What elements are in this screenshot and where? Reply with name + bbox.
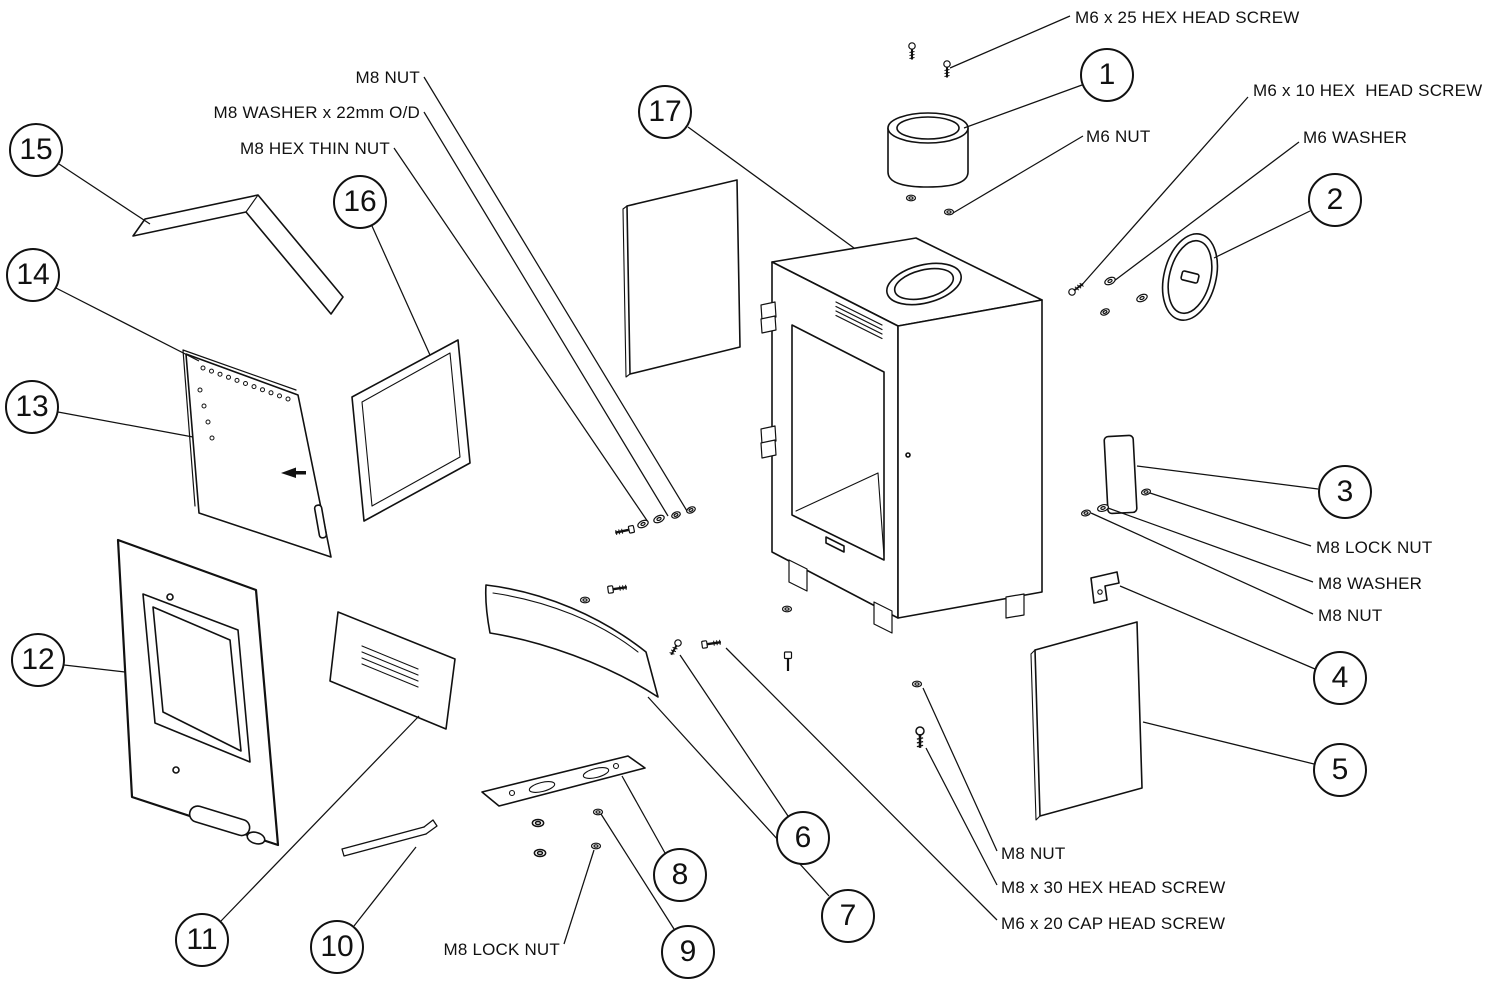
nut [533,848,547,858]
part-fixing-plate [1103,434,1138,515]
door-hinges [760,301,777,459]
m6x20-cap-screw [700,637,723,650]
callout-1: 1 [1080,48,1134,102]
air-holes [197,365,291,441]
m8-lock-nut [1140,487,1152,497]
part-blanking-ring [1161,233,1219,321]
part-stove-body [760,237,1043,634]
callout-8: 8 [653,848,707,902]
m6-nut [943,208,955,216]
label-m6x10-hex-head-screw: M6 x 10 HEX HEAD SCREW [1253,81,1483,100]
nut [781,605,793,613]
callout-3: 3 [1318,465,1372,519]
part-baffle-plate [132,194,344,315]
part-door-frame [116,538,280,847]
part-flue-collar [887,112,969,188]
nut [592,808,604,816]
label-m8x30-hex-head-screw: M8 x 30 HEX HEAD SCREW [1001,878,1226,897]
m6x25-screw [942,59,952,79]
latch-slot [313,504,328,539]
part-air-deflector [484,584,659,698]
callout-4: 4 [1313,651,1367,705]
part-angle-bracket [1090,571,1120,604]
callout-14: 14 [6,248,60,302]
part-fixing-bracket [481,755,646,807]
hinge-pin [172,766,180,774]
label-m8-lock-nut-bottom: M8 LOCK NUT [443,940,560,959]
cap-screw [783,650,793,673]
m6-washer [1103,275,1117,287]
callout-11: 11 [175,913,229,967]
m8-nut [1080,508,1092,518]
firebox-opening [791,324,885,561]
label-m6-washer: M6 WASHER [1303,128,1408,147]
m8-hex-thin-nut [670,509,682,521]
label-m8-hex-thin-nut: M8 HEX THIN NUT [239,139,390,158]
part-log-retainer [341,819,438,857]
m8-washer [1096,502,1110,514]
label-m8-lock-nut-right: M8 LOCK NUT [1316,538,1433,557]
callout-7: 7 [821,889,875,943]
air-vent-slots [835,301,883,340]
label-m8-nut-right: M8 NUT [1318,606,1383,625]
label-m6x20-cap-head-screw: M6 x 20 CAP HEAD SCREW [1001,914,1226,933]
label-m6x25-hex-head-screw: M6 x 25 HEX HEAD SCREW [1075,8,1300,27]
label-m8-washer-22mm: M8 WASHER x 22mm O/D [213,103,420,122]
callout-17: 17 [638,85,692,139]
feet [788,559,1025,634]
hinge-pin [166,593,174,601]
part-door-glass [351,339,471,522]
callout-6: 6 [776,811,830,865]
m8-washer [636,518,650,530]
part-side-brick-panel [622,179,741,378]
callout-5: 5 [1313,743,1367,797]
m6-nut [1099,306,1111,318]
m8-nut [685,504,697,516]
m8x30-screw [914,725,926,750]
m6-nut [905,194,917,202]
part-vent-panel [329,611,456,730]
nut [579,596,591,604]
callout-15: 15 [9,123,63,177]
m8-bolt [613,524,636,538]
bolt [606,582,629,595]
part-inner-door [182,349,332,558]
ash-slot [825,536,845,553]
label-m8-washer-right: M8 WASHER [1318,574,1423,593]
callout-2: 2 [1308,173,1362,227]
leader-lines [55,15,1319,945]
m6x10-screw [1066,280,1086,298]
label-m8-nut-bottom: M8 NUT [1001,844,1066,863]
label-m8-nut-top: M8 NUT [355,68,420,87]
nut [531,818,545,828]
m8-nut [911,680,923,688]
callout-13: 13 [5,380,59,434]
door-handle [188,805,251,837]
callout-12: 12 [11,633,65,687]
part-outer-side-panel [1030,621,1143,821]
callout-16: 16 [333,175,387,229]
screw [667,637,684,658]
m6x25-screw [907,41,917,61]
label-m6-nut: M6 NUT [1086,127,1151,146]
callout-9: 9 [661,925,715,979]
m8-lock-nut [590,842,602,850]
airflow-arrow-icon [281,467,306,478]
m6-washer [1135,292,1149,304]
m8-washer [652,513,666,525]
callout-10: 10 [310,920,364,974]
